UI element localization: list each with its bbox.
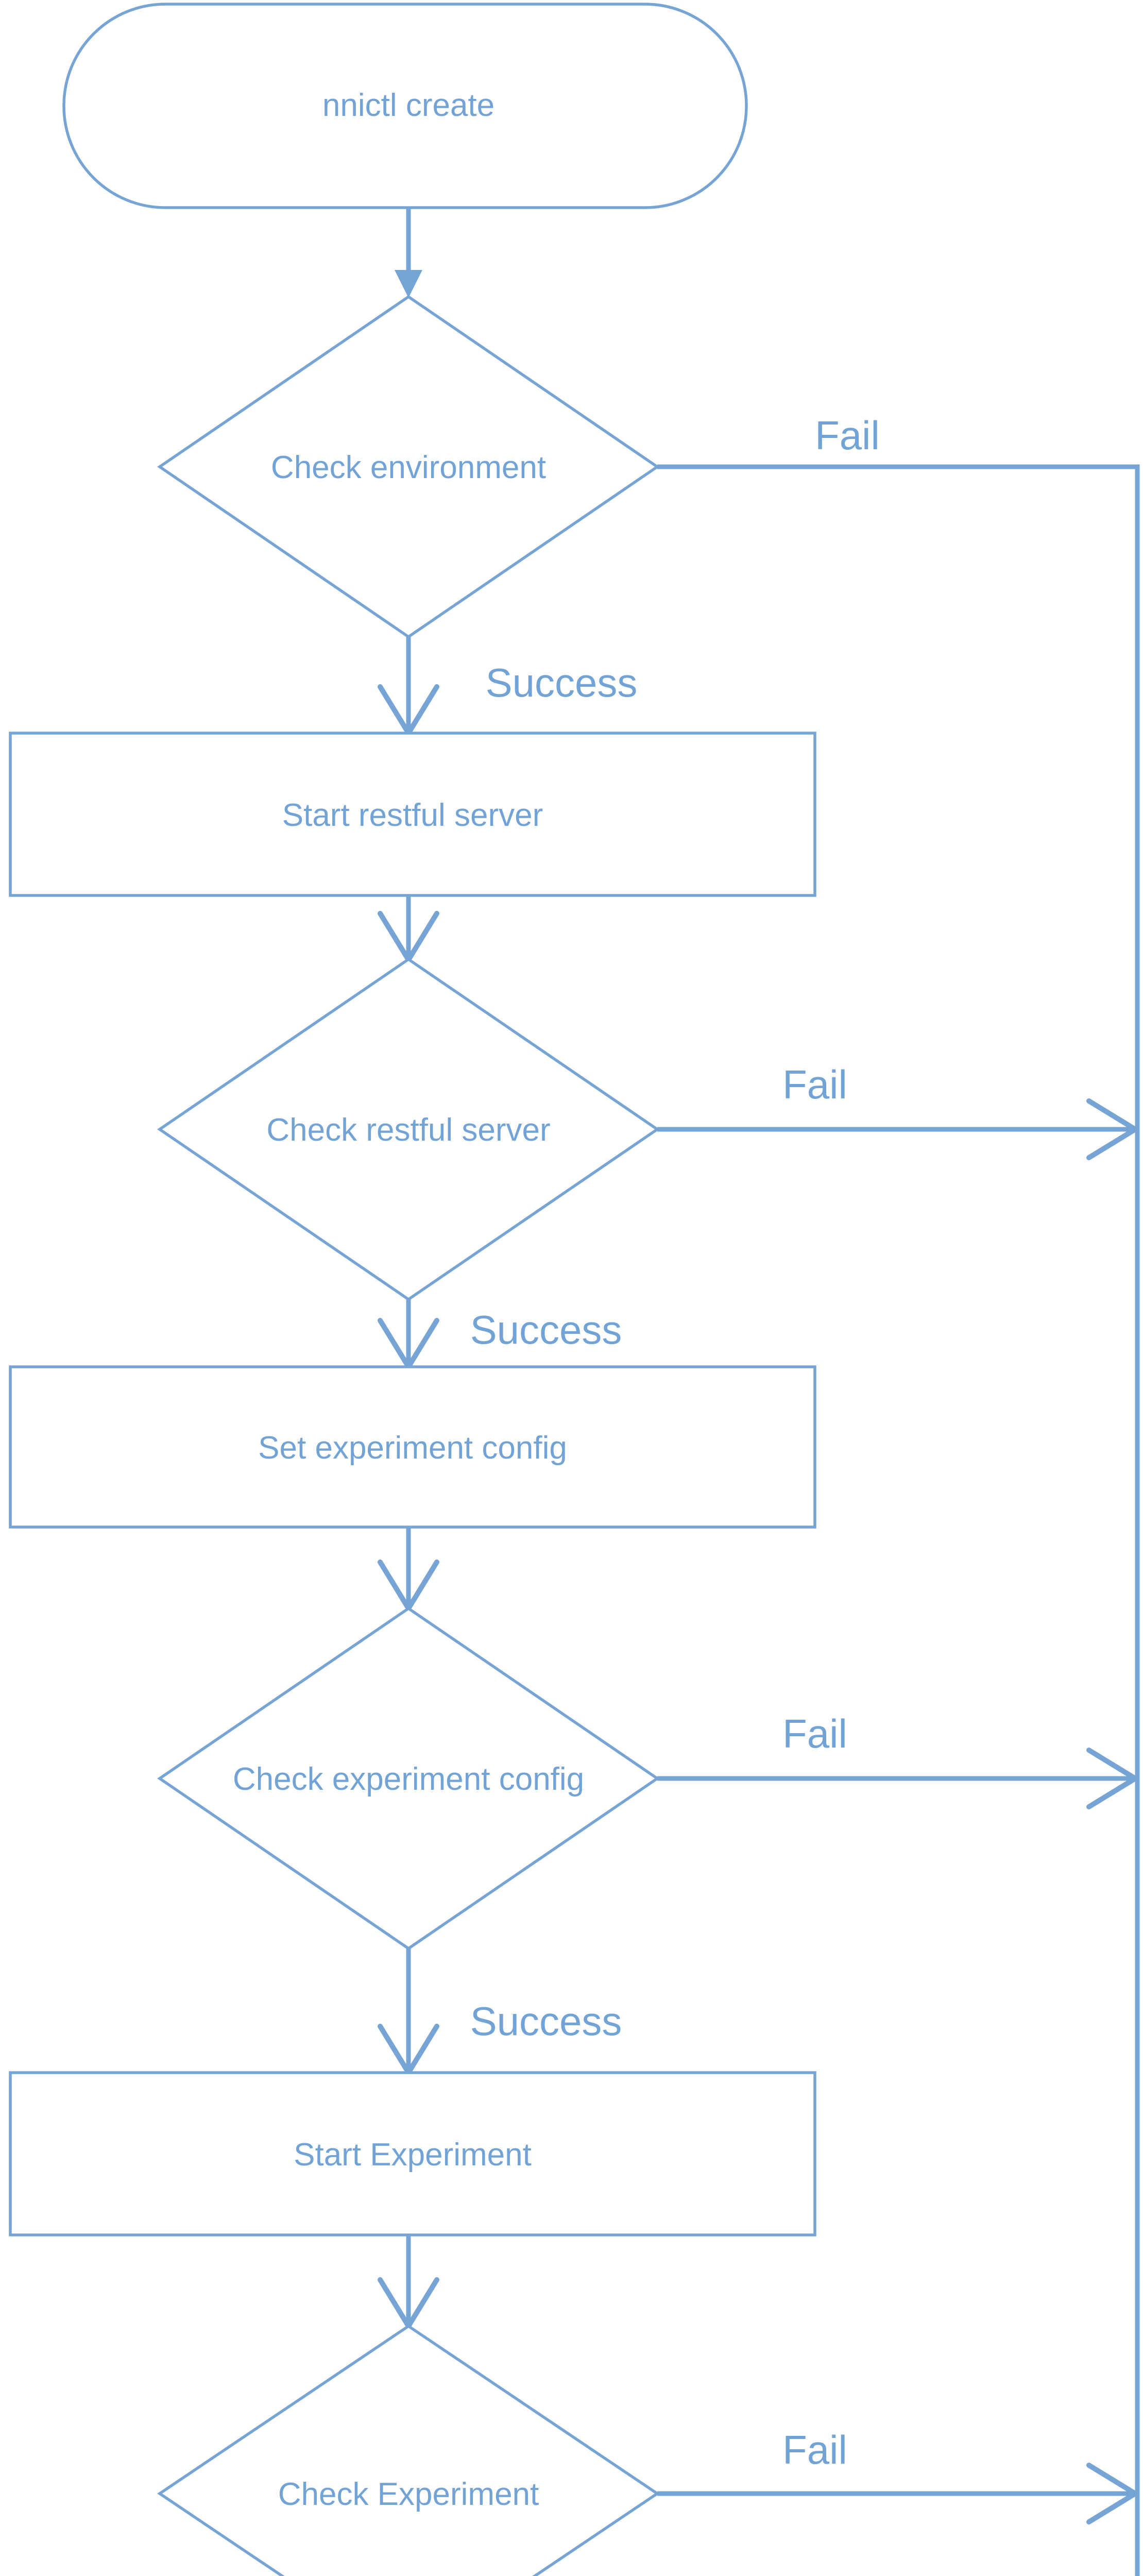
node-label: nnictl create <box>322 88 494 123</box>
node-label: Check environment <box>271 450 546 485</box>
chevron-arrowhead-down-icon <box>378 911 439 962</box>
edge-label-fail-1: Fail <box>815 413 880 458</box>
chevron-arrowhead-down-icon <box>378 2277 439 2329</box>
chevron-arrowhead-right-icon <box>1086 1098 1138 1160</box>
decision-shape <box>157 2324 660 2576</box>
chevron-arrowhead-down-icon <box>378 684 439 736</box>
edge-check-restful-server-fail <box>657 1098 1138 1160</box>
terminator-shape <box>62 3 748 209</box>
edge-check-experiment-config-fail <box>657 1748 1138 1809</box>
solid-arrowhead-down-icon <box>395 270 422 298</box>
node-label: Start Experiment <box>294 2137 532 2173</box>
process-shape <box>9 1365 816 1529</box>
node-label: Check restful server <box>266 1112 550 1148</box>
decision-shape <box>157 1606 660 1951</box>
edge-check-experiment-fail <box>657 2463 1138 2524</box>
process-shape <box>9 2071 816 2236</box>
node-label: Start restful server <box>282 798 543 833</box>
node-check-experiment: Check Experiment <box>157 2324 660 2576</box>
edge-check-restful-server-success <box>378 1299 439 1369</box>
edge-label-success-1: Success <box>486 660 638 705</box>
decision-shape <box>157 957 660 1301</box>
edge-check-environment-success <box>378 637 439 736</box>
edge-label-success-2: Success <box>470 1307 622 1352</box>
node-check-environment: Check environment <box>157 295 660 639</box>
edge-start-experiment-to-check-experiment <box>378 2235 439 2329</box>
node-check-restful-server: Check restful server <box>157 957 660 1301</box>
edge-set-experiment-config-to-check-experiment-config <box>378 1527 439 1611</box>
edge-label-fail-2: Fail <box>782 1062 847 1107</box>
edge-label-fail-3: Fail <box>782 1711 847 1756</box>
edge-start-restful-server-to-check-restful-server <box>378 895 439 962</box>
process-shape <box>9 732 816 897</box>
edge-check-experiment-config-success <box>378 1948 439 2075</box>
node-start-experiment: Start Experiment <box>9 2071 816 2236</box>
edge-label-fail-4: Fail <box>782 2427 847 2472</box>
node-start-restful-server: Start restful server <box>9 732 816 897</box>
chevron-arrowhead-down-icon <box>378 1560 439 1611</box>
node-label: Check experiment config <box>233 1761 584 1797</box>
edge-label-success-3: Success <box>470 1998 622 2044</box>
decision-shape <box>157 295 660 639</box>
node-set-experiment-config: Set experiment config <box>9 1365 816 1529</box>
node-check-experiment-config: Check experiment config <box>157 1606 660 1951</box>
node-start: nnictl create <box>62 3 748 209</box>
chevron-arrowhead-down-icon <box>378 1318 439 1369</box>
edge-line <box>657 464 1140 2576</box>
node-label: Check Experiment <box>278 2477 539 2512</box>
node-label: Set experiment config <box>258 1430 567 1466</box>
chevron-arrowhead-down-icon <box>378 2024 439 2075</box>
edge-check-environment-fail-to-finish <box>657 464 1140 2576</box>
chevron-arrowhead-right-icon <box>1086 1748 1138 1809</box>
chevron-arrowhead-right-icon <box>1086 2463 1138 2524</box>
edge-start-to-check-environment <box>395 208 422 298</box>
